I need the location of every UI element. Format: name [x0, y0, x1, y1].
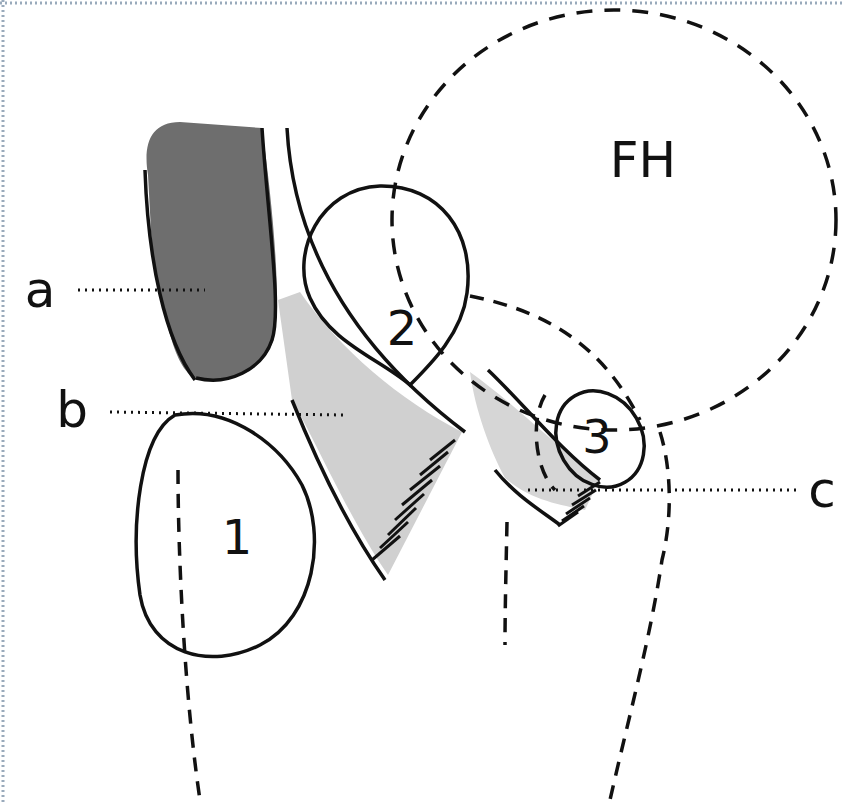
- bursa-shape: 3: [553, 386, 647, 492]
- callout-number: 1: [218, 511, 257, 563]
- muscle-outline: [145, 170, 195, 380]
- muscle-shading: [147, 122, 277, 380]
- bursa-shape: 2: [290, 183, 470, 388]
- structure-label: FH: [606, 133, 680, 187]
- femoral-head-circle: FH: [390, 8, 838, 432]
- part-letter: b: [54, 383, 90, 437]
- node-outline: [290, 183, 470, 388]
- bursa-shape: 1: [130, 405, 325, 670]
- node-outline: [390, 8, 838, 432]
- callout-number: 3: [578, 412, 615, 462]
- tendon-fringe: [372, 440, 455, 560]
- tendon-outline: [287, 128, 465, 432]
- part-letter: a: [23, 263, 58, 317]
- frame-border: [2, 0, 5, 802]
- leader-line: [78, 290, 798, 490]
- part-letter: c: [806, 463, 838, 517]
- tendon-outline: [495, 470, 560, 525]
- frame-border: [0, 2, 843, 5]
- muscle-outline: [196, 128, 276, 380]
- callout-number: 2: [383, 302, 422, 354]
